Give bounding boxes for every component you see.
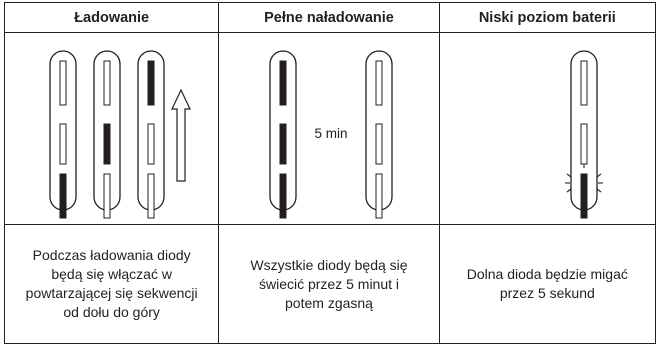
full-charge-description: Wszystkie diody będą się świecić przez 5… xyxy=(218,224,440,344)
led-segment-on xyxy=(147,60,155,106)
led-bar-2-segments xyxy=(103,60,111,219)
led-segment-on xyxy=(279,123,287,165)
led-segment-off xyxy=(59,123,67,165)
led-segment-on xyxy=(103,123,111,165)
led-bar-3-segments xyxy=(147,60,155,219)
description-line: od dołu do góry xyxy=(63,304,160,320)
led-segment-on xyxy=(279,173,287,219)
duration-label: 5 min xyxy=(315,126,348,141)
led-bar-off-segments xyxy=(375,60,383,219)
description-line: powtarzającej się sekwencji xyxy=(25,285,198,301)
description-row: Podczas ładowania diody będą się włączać… xyxy=(3,224,657,344)
led-bar-1-segments xyxy=(59,60,67,219)
led-segment-on xyxy=(59,173,67,219)
header-low-battery: Niski poziom baterii xyxy=(438,2,657,33)
blink-rays-icon xyxy=(564,164,603,202)
led-segment-off xyxy=(103,173,111,219)
led-bar-low-segments xyxy=(580,60,588,219)
led-segment-off xyxy=(59,60,67,106)
description-line: Dolna dioda będzie migać xyxy=(466,266,628,282)
description-line: Podczas ładowania diody xyxy=(32,247,191,263)
led-segment-on xyxy=(279,60,287,106)
led-segment-off xyxy=(580,123,588,165)
led-bar-full-segments xyxy=(279,60,287,219)
low-battery-illustration xyxy=(438,32,657,225)
low-battery-description: Dolna dioda będzie migać przez 5 sekund xyxy=(438,224,657,344)
led-segment-off xyxy=(103,60,111,106)
led-segment-off xyxy=(375,123,383,165)
led-segment-off xyxy=(147,123,155,165)
battery-indicator-table: Ładowanie Pełne naładowanie Niski poziom… xyxy=(3,2,657,344)
led-segment-off xyxy=(375,173,383,219)
header-row: Ładowanie Pełne naładowanie Niski poziom… xyxy=(3,2,657,33)
low-battery-led-diagram xyxy=(564,50,603,219)
led-segment-off xyxy=(375,60,383,106)
charging-led-diagram xyxy=(49,50,191,219)
charging-description: Podczas ładowania diody będą się włączać… xyxy=(3,224,220,344)
description-line: przez 5 sekund xyxy=(499,285,595,301)
description-line: potem zgasną xyxy=(285,294,373,311)
led-segment-off xyxy=(580,60,588,106)
header-full-charge: Pełne naładowanie xyxy=(218,2,440,33)
charging-illustration xyxy=(3,32,220,225)
illustration-row: 5 min xyxy=(3,32,657,225)
description-line: Wszystkie diody będą się xyxy=(250,256,408,273)
full-charge-led-diagram: 5 min xyxy=(269,50,393,219)
header-charging: Ładowanie xyxy=(3,2,220,33)
full-charge-illustration: 5 min xyxy=(218,32,440,225)
up-arrow-icon xyxy=(171,88,191,182)
description-line: świecić przez 5 minut i xyxy=(258,275,400,292)
led-segment-off xyxy=(147,173,155,219)
led-segment-on xyxy=(580,173,588,219)
description-line: będą się włączać w xyxy=(51,266,172,282)
